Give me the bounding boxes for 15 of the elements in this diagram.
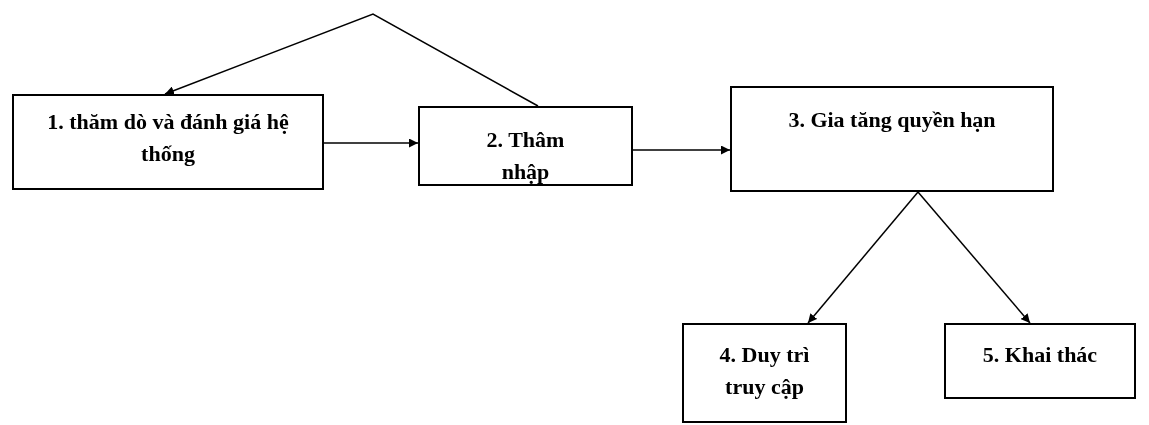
step-label: 3. Gia tăng quyền hạn <box>788 106 996 134</box>
arrow <box>917 191 1031 324</box>
arrow <box>807 191 919 324</box>
process-box <box>730 86 1054 192</box>
step-label: 1. thăm dò và đánh giá hệ thống <box>46 108 290 168</box>
step-label: 2. Thâm nhập <box>485 126 566 186</box>
process-box <box>682 323 847 423</box>
process-box <box>418 106 633 186</box>
process-box <box>944 323 1136 399</box>
arrow <box>323 138 419 148</box>
arrow <box>632 145 731 155</box>
process-box <box>12 94 324 190</box>
arrow <box>164 13 539 107</box>
step-label: 4. Duy trì truy cập <box>718 341 811 401</box>
step-label: 5. Khai thác <box>982 341 1098 369</box>
